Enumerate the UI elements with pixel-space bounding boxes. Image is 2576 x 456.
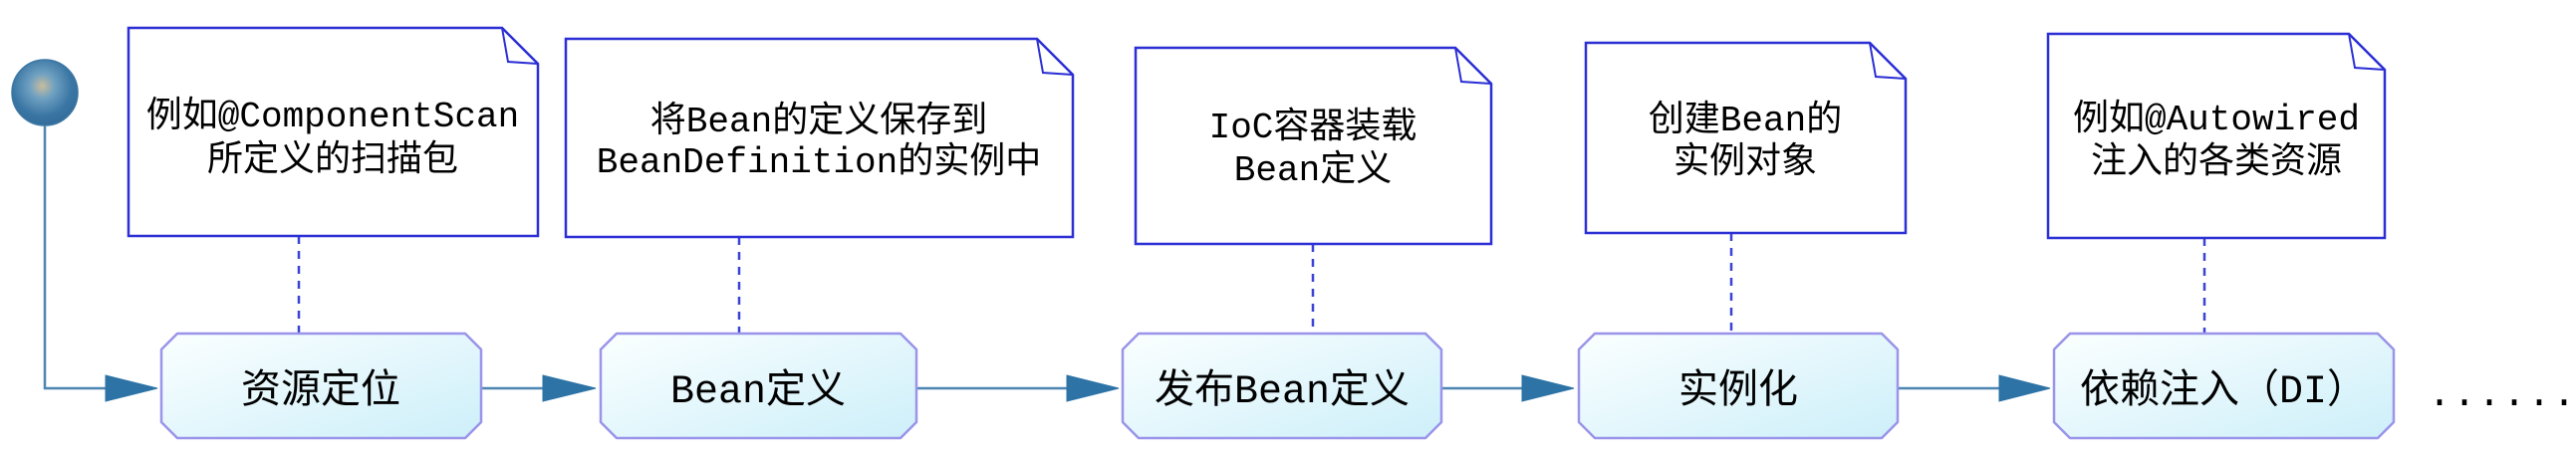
note-fold-icon — [1454, 47, 1492, 85]
note-line: 创建Bean的 — [1649, 99, 1842, 141]
step-label: 发布Bean定义 — [1155, 367, 1410, 415]
arrow-icon — [1998, 374, 2051, 402]
step-label: Bean定义 — [670, 367, 846, 415]
flow-arrow-1 — [481, 374, 597, 402]
flow-arrow-3 — [1441, 374, 1575, 402]
note-fold-icon — [2348, 33, 2386, 71]
start-connector-line — [43, 125, 106, 390]
flow-arrow-2 — [916, 374, 1120, 402]
step-shape — [1121, 332, 1443, 440]
note-line: 所定义的扫描包 — [207, 138, 458, 181]
step-shape — [2052, 332, 2396, 440]
note-line: 实例对象 — [1674, 140, 1817, 183]
step-label: 资源定位 — [241, 367, 400, 415]
note-shape — [564, 37, 1075, 239]
ellipsis-text: ...... — [2428, 373, 2576, 418]
note-component-scan: 例如@ComponentScan 所定义的扫描包 — [127, 26, 540, 238]
note-ioc-load: IoC容器装载 Bean定义 — [1134, 46, 1493, 246]
note-fold-icon — [1869, 42, 1907, 80]
note-line: IoC容器装载 — [1209, 106, 1417, 148]
step-dependency-injection: 依赖注入（DI） — [2052, 332, 2396, 440]
step-shape — [1577, 332, 1900, 440]
step-shape — [159, 332, 483, 440]
note-create-instance: 创建Bean的 实例对象 — [1584, 41, 1908, 235]
arrow-icon — [105, 374, 158, 402]
step-instantiate: 实例化 — [1577, 332, 1900, 440]
arrow-icon — [542, 374, 597, 402]
note-fold-icon — [501, 27, 539, 65]
step-bean-definition: Bean定义 — [599, 332, 918, 440]
note-fold-icon — [1036, 38, 1074, 76]
note-shape — [1134, 46, 1493, 246]
note-line: 例如@ComponentScan — [146, 96, 519, 137]
note-autowired: 例如@Autowired 注入的各类资源 — [2046, 32, 2387, 240]
note-line: 注入的各类资源 — [2091, 140, 2342, 183]
note-bean-definition-save: 将Bean的定义保存到 BeanDefinition的实例中 — [564, 37, 1075, 239]
flow-arrow-4 — [1898, 374, 2051, 402]
step-label: 依赖注入（DI） — [2080, 367, 2367, 415]
arrow-icon — [1066, 374, 1120, 402]
step-shape — [599, 332, 918, 440]
note-shape — [127, 26, 540, 238]
note-line: 例如@Autowired — [2073, 99, 2360, 140]
note-shape — [2046, 32, 2387, 240]
note-line: BeanDefinition的实例中 — [597, 140, 1041, 183]
step-resource-locate: 资源定位 — [159, 332, 483, 440]
note-line: 将Bean的定义保存到 — [650, 100, 987, 142]
step-label: 实例化 — [1678, 367, 1798, 415]
start-circle — [11, 59, 79, 126]
arrow-icon — [1521, 374, 1575, 402]
note-line: Bean定义 — [1234, 148, 1392, 191]
step-publish-bean-definition: 发布Bean定义 — [1121, 332, 1443, 440]
note-shape — [1584, 41, 1908, 235]
